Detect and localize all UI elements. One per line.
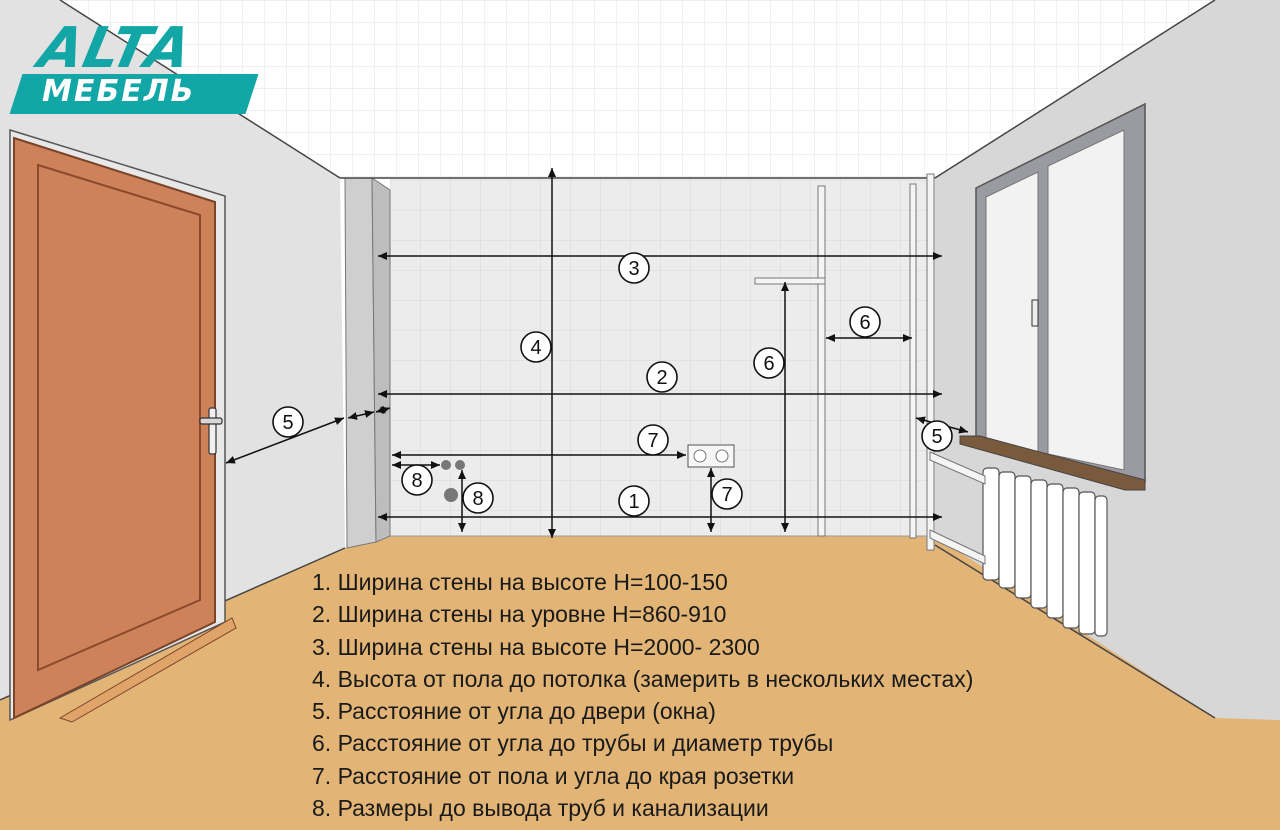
legend-item-7: 7. Расстояние от пола и угла до края роз…	[312, 762, 795, 789]
legend-item-8: 8. Размеры до вывода труб и канализации	[312, 795, 769, 822]
callout-number: 2	[656, 367, 667, 389]
callout-number: 4	[530, 337, 541, 359]
radiator	[982, 467, 1108, 637]
callout-number: 7	[647, 430, 658, 452]
door-handle-plate	[208, 407, 217, 455]
callout-circle	[520, 331, 552, 363]
socket-icon	[687, 444, 735, 468]
callout-markers: 1 2 3 4 5 5 6 6 7 7 8 8	[272, 252, 953, 517]
callout-circle	[711, 478, 743, 510]
callout-5-4: 5	[272, 406, 304, 438]
legend-item-3: 3. Ширина стены на высоте H=2000- 2300	[312, 633, 760, 660]
callout-6-7: 6	[753, 347, 785, 379]
alta-logo: ALTA МЕБЕЛЬ	[9, 10, 259, 116]
callout-8-10: 8	[401, 464, 433, 496]
pipe-outlet-small-1	[441, 460, 451, 470]
callout-number: 8	[411, 470, 422, 492]
legend-item-4: 4. Высота от пола до потолка (замерить в…	[312, 665, 974, 692]
pipe-outlet-small-2	[455, 460, 465, 470]
measurement-legend: 1. Ширина стены на высоте H=100-150 2. Ш…	[312, 566, 973, 824]
callout-circle	[637, 424, 669, 456]
door-panel	[13, 136, 216, 720]
sewer-outlet	[444, 488, 458, 502]
logo-brand-subname: МЕБЕЛЬ	[42, 74, 196, 109]
callout-number: 5	[931, 426, 942, 448]
door-threshold	[58, 617, 237, 723]
callout-7-8: 7	[637, 424, 669, 456]
callout-circle	[462, 482, 494, 514]
callout-number: 7	[721, 484, 732, 506]
legend-item-2: 2. Ширина стены на уровне H=860-910	[312, 601, 727, 628]
callout-circle	[401, 464, 433, 496]
callout-4-3: 4	[520, 331, 552, 363]
door-handle-icon	[199, 417, 223, 425]
wall-pilaster-front	[344, 177, 377, 549]
callout-1-0: 1	[618, 485, 650, 517]
window-pane-right	[1047, 129, 1125, 471]
window-sill	[959, 435, 1146, 491]
dimension-lines	[225, 168, 969, 538]
legend-item-1: 1. Ширина стены на высоте H=100-150	[312, 569, 728, 595]
legend-item-6: 6. Расстояние от угла до трубы и диаметр…	[312, 730, 834, 757]
pipes	[754, 173, 986, 565]
logo-brand-name: ALTA	[33, 16, 198, 81]
door-inner-panel	[37, 163, 201, 672]
callout-circle	[646, 361, 678, 393]
callout-number: 6	[763, 353, 774, 375]
callout-number: 8	[472, 488, 483, 510]
callout-circle	[272, 406, 304, 438]
callout-circle	[849, 306, 881, 338]
callout-5-5: 5	[921, 420, 953, 452]
ceiling	[60, 0, 1215, 178]
back-wall	[390, 178, 935, 536]
callout-6-6: 6	[849, 306, 881, 338]
window-handle-icon	[1031, 299, 1039, 327]
callout-circle	[753, 347, 785, 379]
callout-circle	[618, 485, 650, 517]
callout-number: 6	[859, 312, 870, 334]
callout-circle	[618, 252, 650, 284]
callout-circle	[921, 420, 953, 452]
callout-3-2: 3	[618, 252, 650, 284]
callout-2-1: 2	[646, 361, 678, 393]
callout-7-9: 7	[711, 478, 743, 510]
callout-number: 1	[628, 491, 639, 513]
callout-number: 3	[628, 258, 639, 280]
legend-item-5: 5. Расстояние от угла до двери (окна)	[312, 698, 716, 725]
callout-8-11: 8	[462, 482, 494, 514]
floor	[0, 536, 1280, 830]
callout-number: 5	[282, 412, 293, 434]
window-pane-left	[985, 171, 1039, 453]
